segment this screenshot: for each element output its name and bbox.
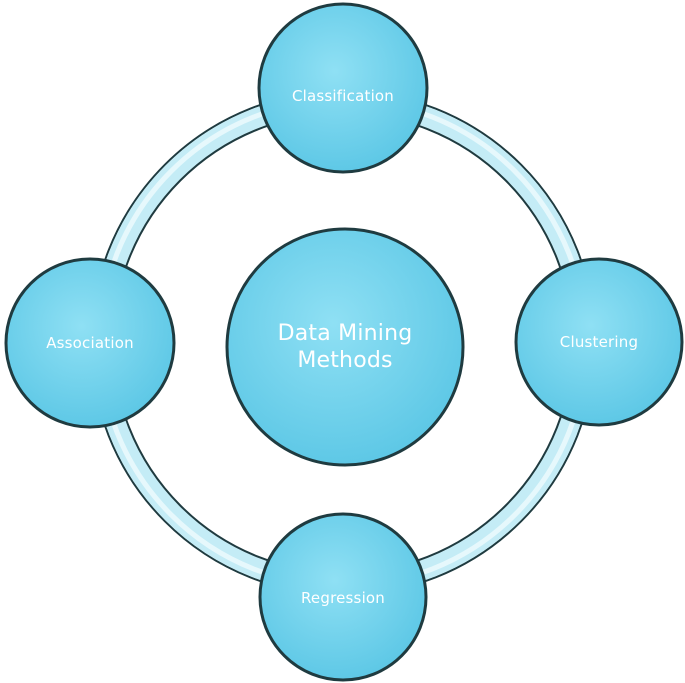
classification-label: Classification xyxy=(291,86,395,105)
center-label-line2: Methods xyxy=(297,348,393,373)
association-node: Association xyxy=(5,258,175,428)
association-circle xyxy=(4,257,176,429)
center-circle xyxy=(225,227,465,467)
association-label: Association xyxy=(46,333,134,352)
center-node: Data Mining Methods xyxy=(226,228,464,466)
center-label-line1: Data Mining xyxy=(277,320,413,346)
clustering-circle xyxy=(514,257,684,427)
clustering-label: Clustering xyxy=(559,332,639,351)
regression-node: Regression xyxy=(259,514,427,682)
clustering-node: Clustering xyxy=(515,258,683,426)
regression-circle xyxy=(258,512,428,682)
regression-label: Regression xyxy=(300,588,386,607)
classification-node: Classification xyxy=(259,25,427,167)
classification-circle xyxy=(257,2,429,174)
center-node-label: Data Mining Methods xyxy=(255,320,435,375)
